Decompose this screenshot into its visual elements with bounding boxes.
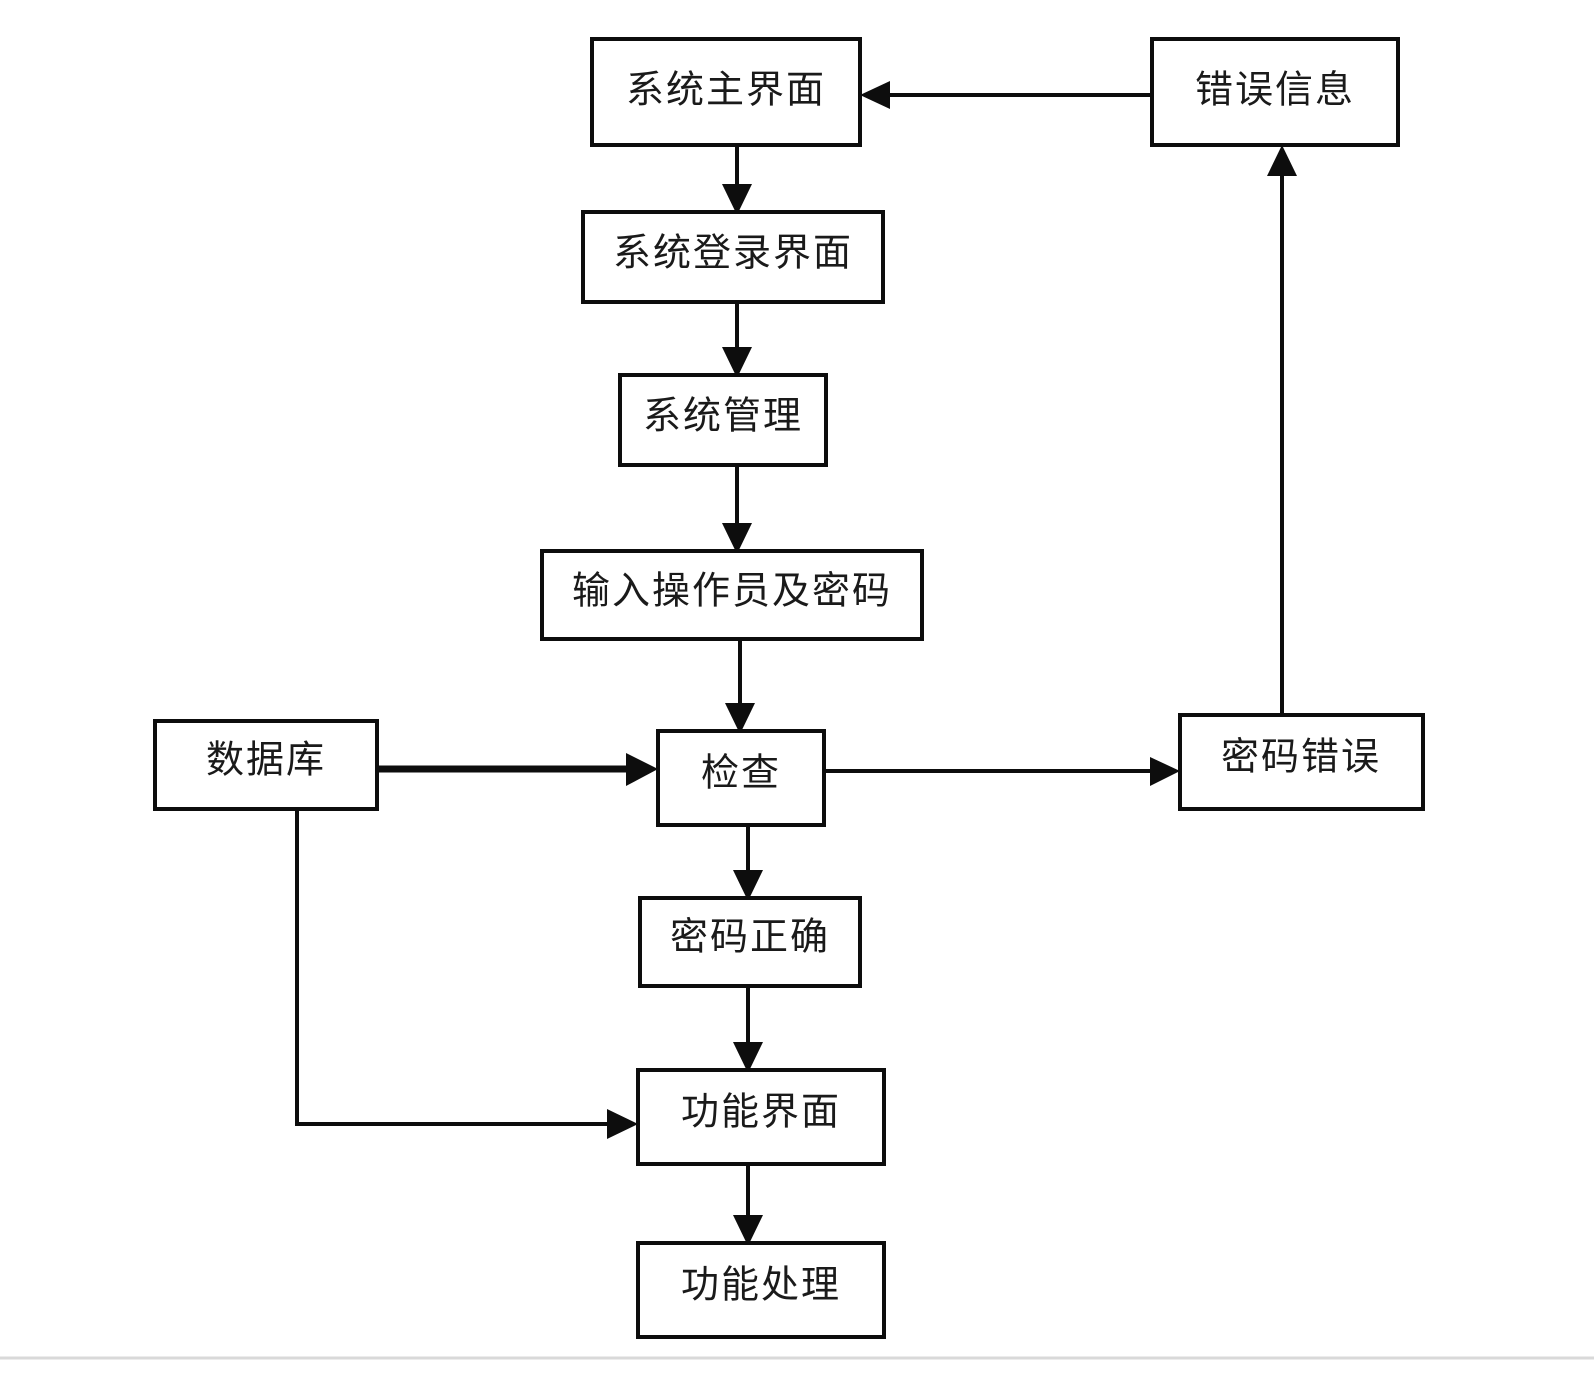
edge-wrong-to-error <box>1267 145 1297 715</box>
node-label-function-ui: 功能界面 <box>681 1092 841 1134</box>
edge-login-to-management <box>722 302 752 378</box>
node-database[interactable]: 数据库 <box>153 719 379 811</box>
node-function-process[interactable]: 功能处理 <box>636 1241 886 1339</box>
edge-error-to-main <box>860 81 1150 109</box>
edge-check-to-correct <box>733 825 763 901</box>
arrow-head-right <box>1150 757 1180 786</box>
node-label-input-credentials: 输入操作员及密码 <box>572 571 892 613</box>
arrow-head-right <box>607 1109 638 1139</box>
node-input-credentials[interactable]: 输入操作员及密码 <box>540 549 924 641</box>
node-label-main-interface: 系统主界面 <box>626 70 826 112</box>
node-label-sys-management: 系统管理 <box>643 396 803 438</box>
arrow-head-down <box>733 1042 763 1073</box>
node-label-password-correct: 密码正确 <box>670 917 830 959</box>
arrow-head-down <box>722 184 752 215</box>
node-function-ui[interactable]: 功能界面 <box>636 1068 886 1166</box>
node-login-interface[interactable]: 系统登录界面 <box>581 210 885 304</box>
node-main-interface[interactable]: 系统主界面 <box>590 37 862 147</box>
edge-layer <box>295 81 1297 1246</box>
arrow-head-up <box>1267 145 1297 176</box>
edge-input-to-check <box>725 639 755 734</box>
arrow-head-right <box>626 753 658 786</box>
node-password-wrong[interactable]: 密码错误 <box>1178 713 1425 811</box>
node-check[interactable]: 检查 <box>656 729 826 827</box>
arrow-head-left <box>860 81 890 109</box>
edge-management-to-input <box>722 465 752 554</box>
edge-main-to-login <box>722 145 752 215</box>
arrow-head-down <box>722 523 752 554</box>
node-error-message[interactable]: 错误信息 <box>1150 37 1400 147</box>
node-label-error-message: 错误信息 <box>1195 70 1355 112</box>
edge-database-to-function <box>295 809 638 1139</box>
node-label-function-process: 功能处理 <box>681 1265 841 1307</box>
node-label-check: 检查 <box>701 753 781 795</box>
edge-function-to-process <box>733 1164 763 1246</box>
arrow-head-down <box>733 870 763 901</box>
arrow-head-down <box>722 347 752 378</box>
node-layer: 系统主界面 错误信息 系统登录界面 系统管理 输入操作员及密码 数据库 检查 <box>153 37 1425 1339</box>
node-label-password-wrong: 密码错误 <box>1221 737 1381 779</box>
arrow-head-down <box>733 1215 763 1246</box>
arrow-head-down <box>725 703 755 734</box>
edge-check-to-wrong <box>824 757 1180 786</box>
node-label-login-interface: 系统登录界面 <box>613 233 853 275</box>
edge-correct-to-function <box>733 986 763 1073</box>
node-password-correct[interactable]: 密码正确 <box>638 896 862 988</box>
node-sys-management[interactable]: 系统管理 <box>618 373 828 467</box>
node-label-database: 数据库 <box>206 740 326 782</box>
edge-database-to-check <box>377 753 658 786</box>
